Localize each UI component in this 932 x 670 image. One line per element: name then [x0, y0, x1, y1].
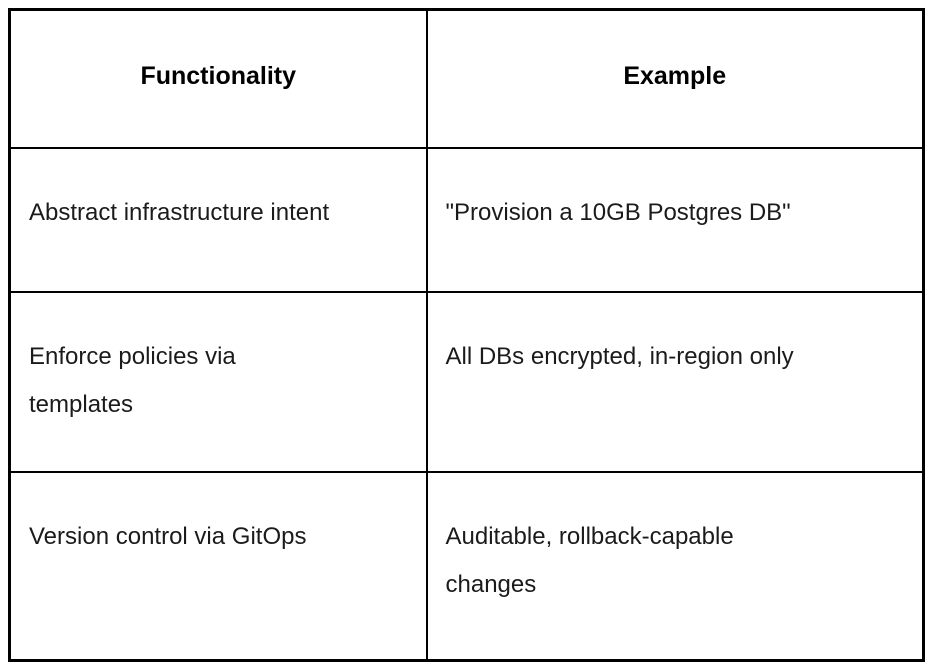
header-row: Functionality Example: [8, 8, 925, 149]
table-row: Abstract infrastructure intent "Provisio…: [8, 146, 925, 293]
functionality-example-table: Functionality Example Abstract infrastru…: [8, 8, 925, 662]
cell-example: "Provision a 10GB Postgres DB": [425, 146, 925, 293]
table-row: Version control via GitOps Auditable, ro…: [8, 470, 925, 662]
cell-functionality: Abstract infrastructure intent: [8, 146, 428, 293]
cell-functionality: Enforce policies via templates: [8, 290, 428, 473]
cell-functionality: Version control via GitOps: [8, 470, 428, 662]
cell-example: All DBs encrypted, in-region only: [425, 290, 925, 473]
cell-example: Auditable, rollback-capable changes: [425, 470, 925, 662]
column-header-functionality: Functionality: [8, 8, 428, 149]
column-header-example: Example: [425, 8, 925, 149]
table-row: Enforce policies via templates All DBs e…: [8, 290, 925, 473]
